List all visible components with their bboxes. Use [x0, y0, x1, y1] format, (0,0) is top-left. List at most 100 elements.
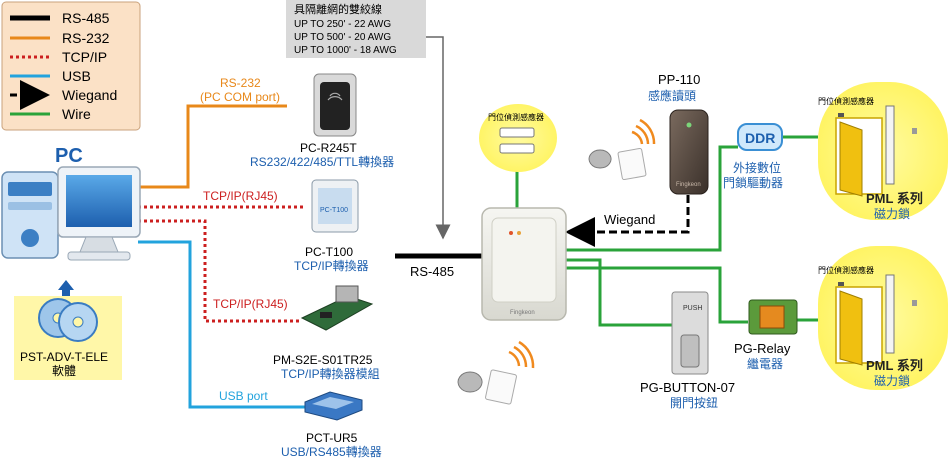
controller-led-red: [509, 231, 513, 235]
rfid-card-icon-2: [617, 147, 647, 181]
usb-line: [138, 240, 305, 409]
pm-s2e-chip: [320, 312, 332, 318]
pml-top-sensor-icon: [838, 113, 844, 117]
keyfob-icon-2: [588, 149, 612, 169]
pp-110-name: PP-110: [658, 72, 700, 87]
pml-top-group: 門位偵測感應器 PML 系列 磁力鎖: [818, 82, 948, 221]
door-sensor-label: 門位偵測感應器: [488, 112, 544, 122]
pml-top-magnet-icon: [885, 105, 895, 185]
rs232-label: RS-232: [220, 76, 261, 90]
door-sensor-bubble: [479, 104, 557, 172]
cable-note-title: 具隔離網的雙絞線: [294, 2, 382, 16]
pc-t100-desc: TCP/IP轉換器: [294, 259, 369, 273]
pg-relay-name: PG-Relay: [734, 341, 791, 356]
pml-top-desc: 磁力鎖: [874, 206, 910, 221]
pml-bottom-desc: 磁力鎖: [874, 373, 910, 388]
pp-110-logo-icon: Fingkeon: [676, 182, 701, 188]
pml-top-door-icon: [839, 121, 863, 197]
software-group: PST-ADV-T-ELE 軟體: [14, 296, 122, 380]
pp-110-led: [686, 122, 692, 128]
usb-label: USB port: [219, 389, 268, 403]
software-name: PST-ADV-T-ELE: [20, 350, 108, 364]
rs232-port-label: (PC COM port): [200, 90, 280, 104]
pc-r245t-name: PC-R245T: [300, 141, 357, 155]
pc-tower-button: [21, 229, 39, 247]
tcpip-line-2: [138, 219, 302, 323]
pct-ur5-name: PCT-UR5: [306, 431, 358, 445]
pml-bottom-sensor-label: 門位偵測感應器: [818, 265, 874, 275]
software-disc-hole-2: [72, 316, 84, 328]
legend-label-usb: USB: [62, 68, 91, 84]
legend-label-wiegand: Wiegand: [62, 87, 117, 103]
tcpip-label-1: TCP/IP(RJ45): [203, 189, 278, 203]
controller-face: [491, 217, 557, 303]
cable-note-arrow: [426, 36, 451, 240]
wire-controller-ddr: [565, 145, 738, 252]
legend-label-tcpip: TCP/IP: [62, 49, 107, 65]
pm-s2e-name: PM-S2E-S01TR25: [273, 353, 373, 367]
pml-bottom-magnet-icon: [885, 274, 895, 354]
door-sensor-part-1: [499, 127, 535, 138]
pml-top-sensor-label: 門位偵測感應器: [818, 96, 874, 106]
pml-top-plate-icon: [912, 128, 917, 134]
card-tag-group-top: [588, 118, 656, 181]
pct-ur5-desc: USB/RS485轉換器: [281, 445, 382, 459]
software-install-arrow-icon: [58, 280, 74, 300]
pml-bottom-name: PML 系列: [866, 358, 923, 373]
ddr-desc-2: 門鎖驅動器: [723, 175, 783, 190]
door-sensor-part-2: [499, 143, 535, 154]
pm-s2e-rj45-icon: [335, 285, 359, 303]
pml-bottom-group: 門位偵測感應器 PML 系列 磁力鎖: [818, 246, 948, 390]
wire-controller-relay: [565, 266, 748, 324]
pg-button-desc: 開門按鈕: [670, 396, 718, 410]
rfid-card-icon: [485, 369, 517, 405]
cable-note-line-2: UP TO 500' - 20 AWG: [294, 32, 391, 43]
pc-t100-label: [318, 188, 352, 224]
pml-bottom-plate-icon: [912, 300, 917, 306]
pc-tower-drive: [8, 182, 52, 196]
pg-button-name: PG-BUTTON-07: [640, 380, 735, 395]
controller-logo-icon: Fingkeon: [510, 310, 535, 316]
rf-wave-icon-2: [631, 118, 656, 145]
legend-label-rs485: RS-485: [62, 10, 110, 26]
card-tag-group-bottom: [457, 340, 535, 405]
controller-led-amber: [517, 231, 521, 235]
cable-note-line-3: UP TO 1000' - 18 AWG: [294, 45, 397, 56]
pc-tower-slot: [8, 202, 52, 210]
pg-relay-icon: [759, 305, 785, 329]
cable-note-box: [286, 0, 426, 58]
pc-t100-logo-icon: PC-T100: [320, 207, 348, 214]
door-sensor-group: 門位偵測感應器: [479, 104, 557, 172]
pc-r245t-wave-icon: [327, 92, 343, 101]
wiegand-line: [565, 195, 690, 247]
device-pp-110: PP-110 感應讀頭 Fingkeon: [648, 72, 709, 195]
device-pg-relay: PG-Relay 繼電器: [734, 299, 798, 371]
pp-110-body: [669, 109, 709, 195]
pm-s2e-board: [300, 295, 374, 331]
device-pct-ur5: PCT-UR5 USB/RS485轉換器: [281, 391, 382, 459]
wiegand-label: Wiegand: [604, 212, 655, 227]
software-desc: 軟體: [52, 363, 76, 378]
legend-label-rs232: RS-232: [62, 30, 110, 46]
legend-label-wire: Wire: [62, 106, 91, 122]
device-ddr: DDR 外接數位 門鎖驅動器: [723, 123, 783, 190]
device-pg-button: PUSH PG-BUTTON-07 開門按鈕: [640, 291, 735, 410]
pc-r245t-desc: RS232/422/485/TTL轉換器: [250, 155, 394, 169]
pml-bottom-door-icon: [839, 290, 863, 366]
pc-t100-name: PC-T100: [305, 245, 353, 259]
pc-r245t-panel: [320, 82, 350, 130]
ddr-badge-text: DDR: [745, 130, 775, 146]
pc-label: PC: [55, 145, 83, 167]
pg-button-panel-text: PUSH: [683, 305, 702, 312]
cable-note-line-1: UP TO 250' - 22 AWG: [294, 19, 391, 30]
tcpip-label-2: TCP/IP(RJ45): [213, 297, 288, 311]
pc-monitor-stand: [79, 236, 119, 253]
pm-s2e-desc: TCP/IP轉換器模組: [281, 367, 380, 381]
device-pc-r245t: PC-R245T RS232/422/485/TTL轉換器: [250, 73, 394, 169]
keyfob-icon: [457, 371, 483, 393]
pct-ur5-top: [312, 397, 354, 409]
rs232-line: [138, 104, 287, 189]
pc-group: PC: [1, 145, 141, 261]
ddr-badge: [737, 123, 783, 151]
